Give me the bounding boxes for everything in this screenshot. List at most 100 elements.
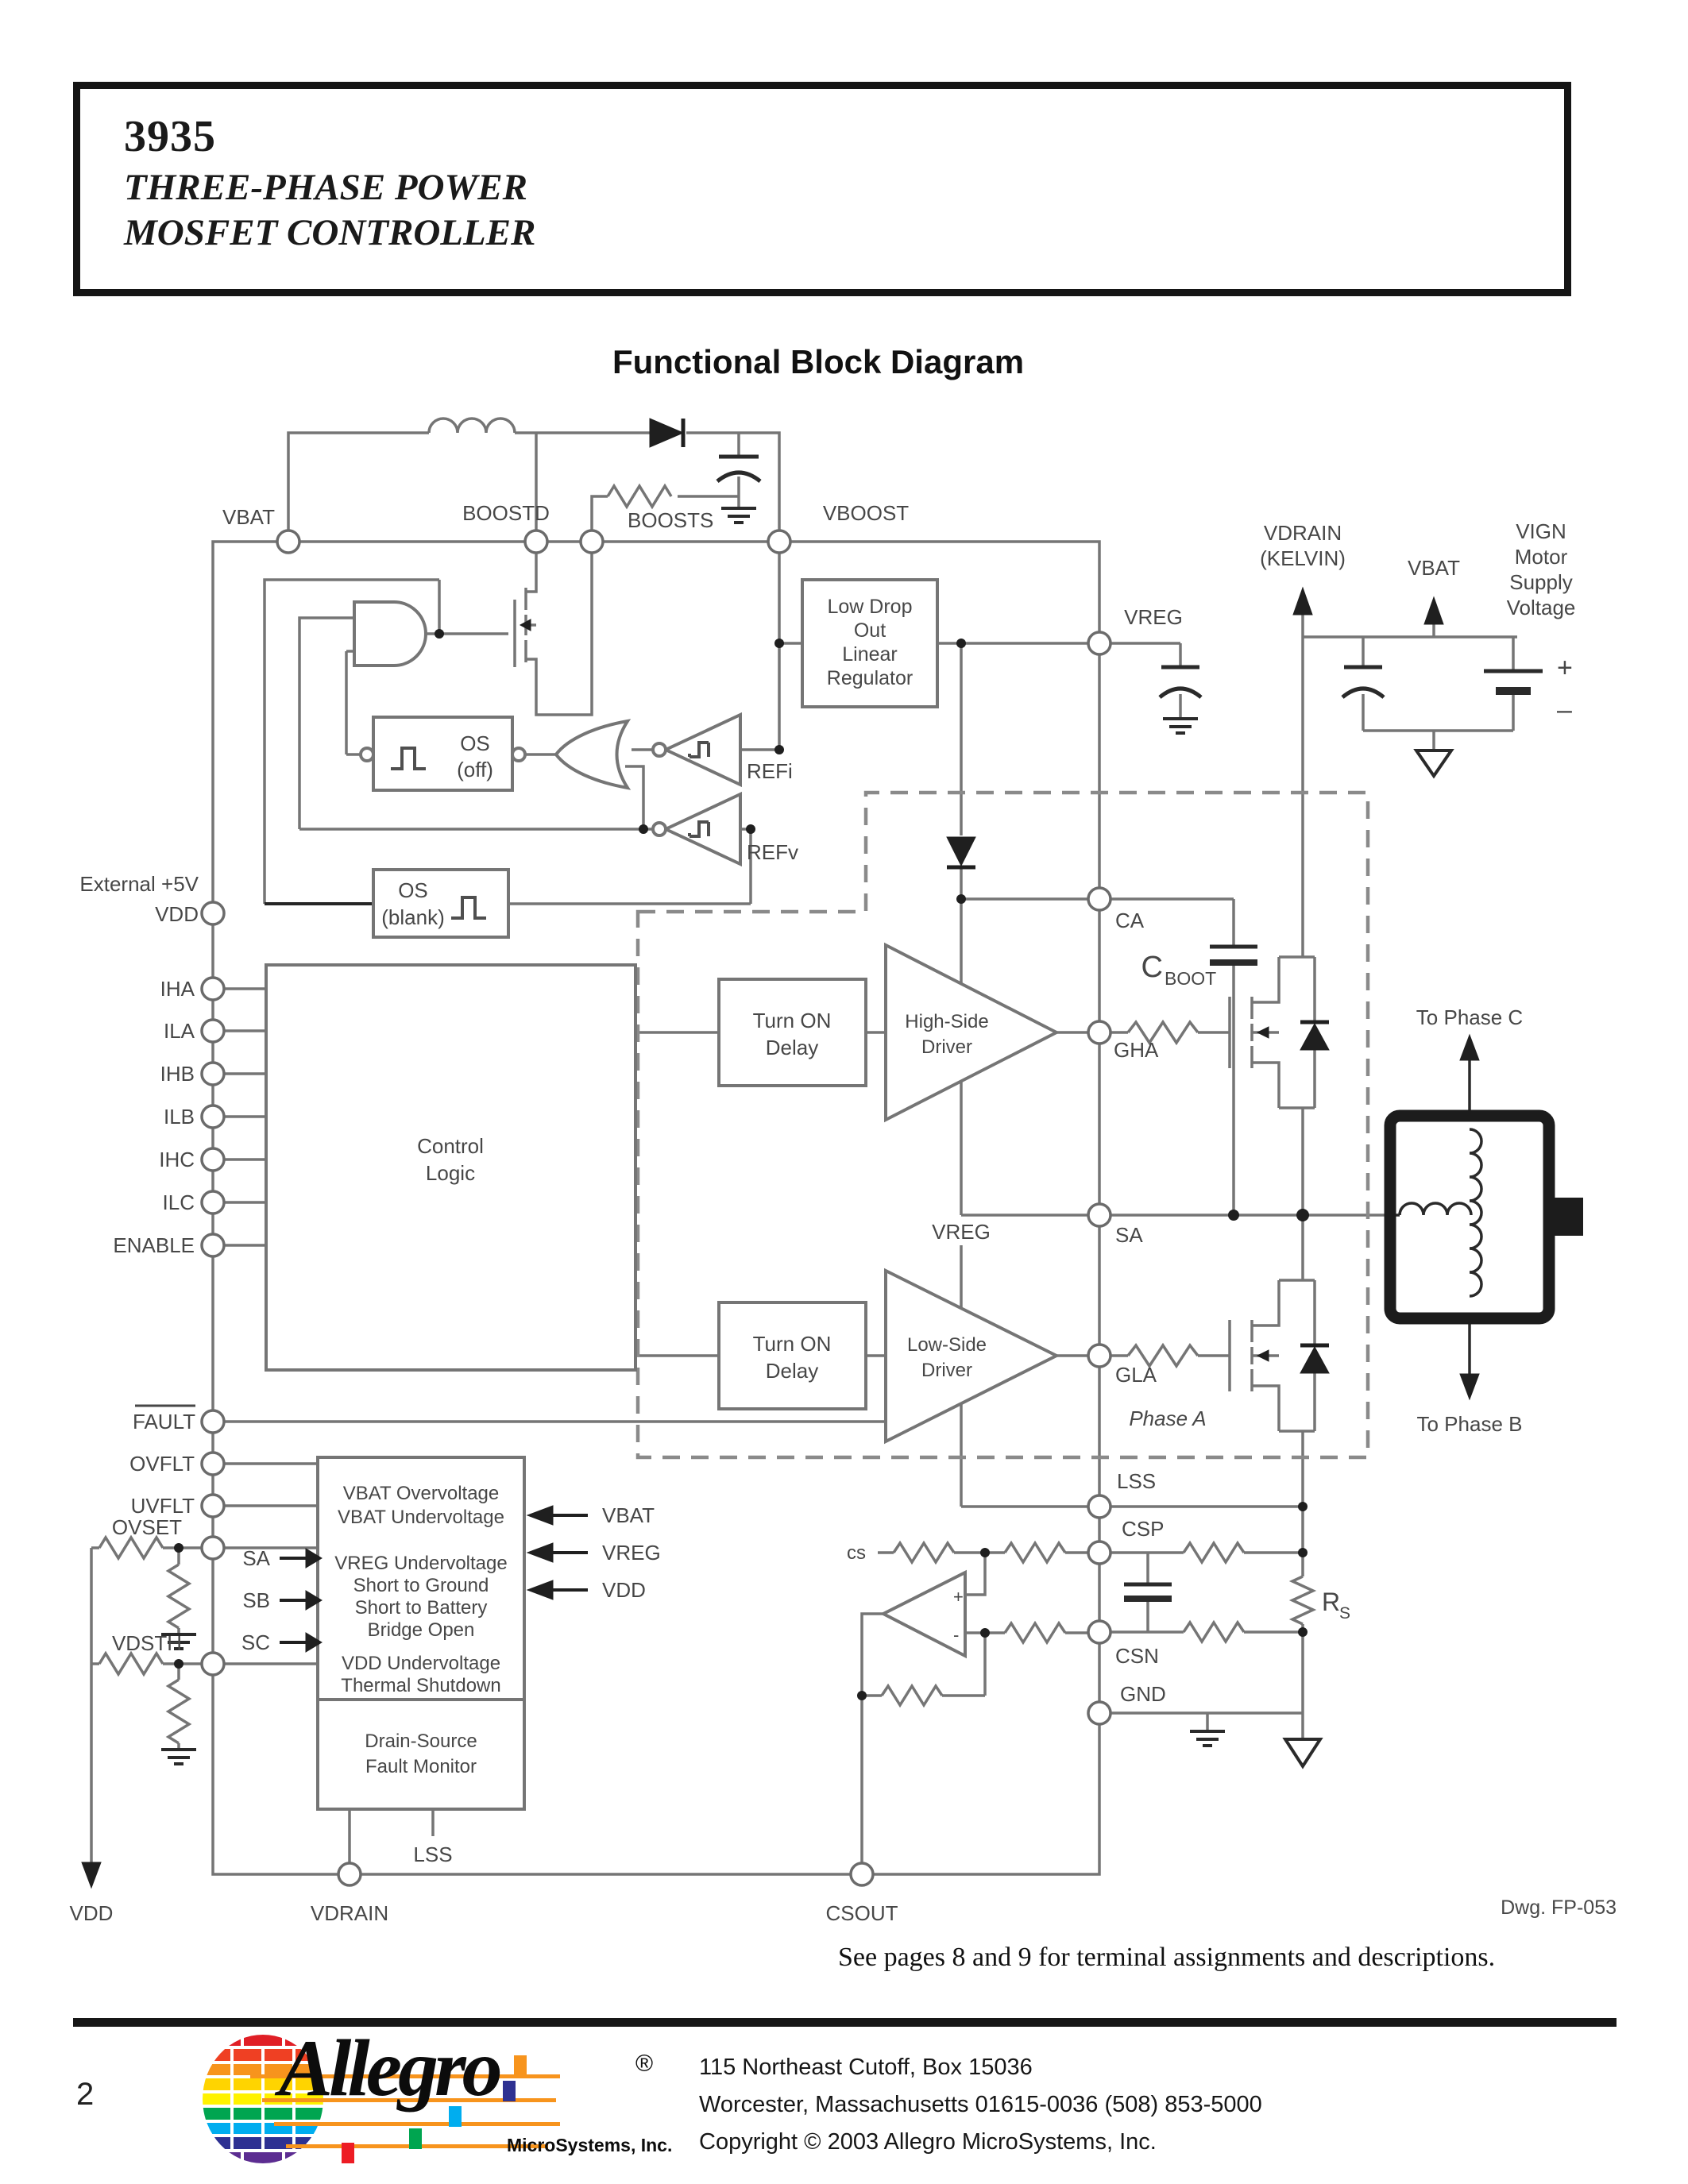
label-vign-1: VIGN — [1516, 519, 1566, 543]
bootstrap-diode — [946, 836, 976, 867]
pin-vdsth — [200, 1651, 226, 1677]
page-number: 2 — [76, 2077, 95, 2112]
sb-arrow — [305, 1590, 323, 1611]
feedback-resistor — [880, 1683, 944, 1708]
refv-comparator — [662, 791, 742, 867]
monitor-line-2: Fault Monitor — [365, 1756, 477, 1777]
label-ovset: OVSET — [112, 1515, 182, 1539]
label-rs-sub: S — [1339, 1604, 1350, 1623]
control-logic-box — [265, 963, 637, 1372]
logo-tile — [514, 2055, 527, 2076]
pin-vboost — [767, 529, 792, 554]
label-phase-a: Phase A — [1129, 1406, 1206, 1430]
pin-csp — [1087, 1540, 1112, 1565]
pin-iha — [200, 976, 226, 1001]
ground-icon — [161, 1748, 196, 1765]
label-battery-plus: + — [1557, 653, 1573, 683]
pin-boosts — [579, 529, 605, 554]
pin-ovflt — [200, 1451, 226, 1476]
fault-box-line-8: Thermal Shutdown — [341, 1675, 500, 1696]
pin-enable — [200, 1233, 226, 1258]
logo-mosaic — [203, 2035, 323, 2163]
pin-vreg — [1087, 631, 1112, 656]
gha-gate-resistor — [1126, 1019, 1199, 1046]
pin-ihb — [200, 1061, 226, 1086]
phase-a-dashed-box — [635, 790, 1370, 1460]
part-number: 3935 — [124, 112, 216, 161]
gla-gate-resistor — [1126, 1342, 1199, 1369]
turn-on-delay-high-box — [717, 978, 867, 1087]
os-blank-line-1: OS — [398, 878, 428, 902]
pin-gha — [1087, 1020, 1112, 1045]
monitor-line-1: Drain-Source — [365, 1731, 477, 1752]
label-iha: IHA — [160, 977, 195, 1001]
fault-logic-box — [316, 1456, 526, 1701]
label-cboot-sub: BOOT — [1165, 968, 1216, 989]
and-gate — [353, 600, 427, 667]
pin-csn — [1087, 1619, 1112, 1645]
motor-coil-horizontal — [1398, 1202, 1473, 1216]
vbat-arrow — [1423, 596, 1444, 625]
label-vbat: VBAT — [222, 505, 275, 529]
label-ca: CA — [1115, 909, 1145, 932]
pulse-icon — [391, 747, 426, 770]
label-vign-3: Supply — [1509, 570, 1573, 594]
vdd-ref-arrow — [526, 1580, 554, 1600]
vdrain-arrow — [1292, 586, 1313, 615]
pin-vbat — [276, 529, 301, 554]
logo-line — [262, 2098, 556, 2102]
mosfet-arrow — [519, 619, 531, 631]
turn-on-delay-low-box — [717, 1301, 867, 1410]
diagram-heading: Functional Block Diagram — [612, 343, 1025, 380]
logo-registered-mark: ® — [635, 2051, 654, 2077]
os-blank-box — [372, 868, 510, 939]
regulator-line-2: Out — [854, 619, 886, 642]
pin-ilc — [200, 1190, 226, 1215]
logo-tile — [409, 2128, 422, 2149]
label-sense-sb: SB — [242, 1588, 270, 1612]
label-to-phase-b: To Phase B — [1417, 1412, 1523, 1436]
regulator-line-1: Low Drop — [828, 596, 913, 618]
hs-driver-line-1: High-Side — [905, 1011, 988, 1032]
rs-resistor — [1288, 1575, 1317, 1626]
pin-sa — [1087, 1202, 1112, 1228]
ground-triangle-icon — [1413, 749, 1454, 779]
drain-source-monitor-box — [316, 1698, 526, 1811]
fault-box-line-5: Short to Battery — [355, 1597, 488, 1619]
label-vbat-top: VBAT — [1408, 556, 1460, 580]
ls-driver-line-1: Low-Side — [907, 1334, 987, 1356]
vdsth-resistor — [165, 1678, 192, 1745]
address-line-1: 115 Northeast Cutoff, Box 15036 — [699, 2055, 1033, 2080]
company-address: 115 Northeast Cutoff, Box 15036 Worceste… — [699, 2049, 1262, 2161]
label-ilb: ILB — [164, 1105, 195, 1129]
label-refi: REFi — [747, 759, 793, 783]
low-side-driver — [884, 1268, 1060, 1445]
sense-amplifier — [879, 1569, 967, 1659]
terminal-note: See pages 8 and 9 for terminal assignmen… — [838, 1943, 1496, 1972]
label-to-phase-c: To Phase C — [1416, 1005, 1523, 1029]
fault-box-line-7: VDD Undervoltage — [342, 1653, 500, 1674]
pin-lss — [1087, 1494, 1112, 1519]
label-cs: cs — [847, 1542, 866, 1564]
blocks — [265, 578, 1060, 1811]
turn-on-high-line-1: Turn ON — [753, 1009, 832, 1032]
turn-on-high-line-2: Delay — [766, 1036, 818, 1059]
label-gnd: GND — [1120, 1682, 1166, 1706]
label-vdd-bottom: VDD — [70, 1901, 114, 1925]
grounds — [161, 507, 1454, 1769]
label-ilc: ILC — [163, 1190, 195, 1214]
label-cboot: C — [1141, 951, 1163, 984]
vbat-capacitor — [1341, 686, 1385, 699]
label-uvflt: UVFLT — [131, 1494, 195, 1518]
or-gate — [554, 719, 632, 790]
pin-gla — [1087, 1343, 1112, 1368]
logo-tile — [503, 2081, 516, 2101]
logo-tile — [449, 2106, 462, 2127]
ground-icon — [161, 1633, 196, 1650]
pin-csout — [849, 1862, 875, 1887]
label-battery-minus: – — [1557, 695, 1572, 725]
junctions — [174, 629, 1309, 1700]
label-vdrain-kelvin-1: VDRAIN — [1264, 521, 1342, 545]
label-refv: REFv — [747, 840, 798, 864]
label-ihb: IHB — [160, 1062, 195, 1086]
